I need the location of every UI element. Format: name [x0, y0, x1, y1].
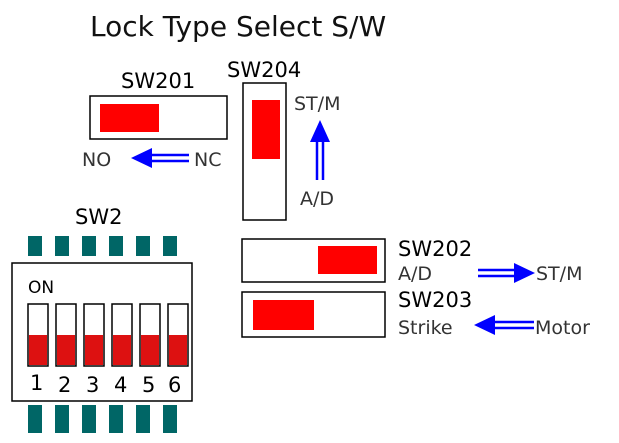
sw2-on-label: ON: [28, 278, 54, 298]
sw204-arrow-up-icon: [310, 120, 330, 180]
sw2-number-1: 1: [30, 371, 43, 395]
sw2-number-6: 6: [168, 373, 181, 397]
sw203-label: SW203: [398, 288, 472, 312]
sw202-arrow-right-icon: [478, 263, 535, 283]
sw201-label: SW201: [121, 69, 195, 93]
sw2-number-3: 3: [86, 373, 99, 397]
sw203-knob[interactable]: [253, 300, 314, 330]
sw204-knob[interactable]: [252, 100, 280, 159]
sw201-knob[interactable]: [100, 104, 159, 132]
sw2-top-pins: [28, 236, 177, 256]
sw2-switch-2[interactable]: [55, 303, 77, 367]
sw204-bottom-label: A/D: [300, 188, 334, 210]
sw2-switch-3[interactable]: [83, 303, 105, 367]
sw202-knob[interactable]: [318, 246, 377, 274]
sw204-top-label: ST/M: [294, 93, 340, 115]
sw203-right-label: Motor: [535, 317, 590, 339]
sw202-label: SW202: [398, 237, 472, 261]
sw202-right-label: ST/M: [536, 263, 582, 285]
sw2-switch-1[interactable]: [27, 303, 49, 367]
sw201-left-label: NO: [82, 149, 111, 171]
diagram-title: Lock Type Select S/W: [90, 10, 386, 43]
sw202-left-label: A/D: [398, 263, 432, 285]
sw204-label: SW204: [227, 58, 301, 82]
sw2-bottom-pins: [28, 405, 177, 433]
sw201-right-label: NC: [194, 149, 221, 171]
sw203-arrow-left-icon: [474, 315, 534, 335]
sw203-left-label: Strike: [398, 317, 453, 339]
sw2-switch-6[interactable]: [167, 303, 189, 367]
sw2-number-2: 2: [58, 373, 71, 397]
sw201-arrow-left-icon: [131, 148, 189, 168]
sw2-switch-4[interactable]: [111, 303, 133, 367]
sw2-number-5: 5: [142, 373, 155, 397]
sw2-number-4: 4: [114, 373, 127, 397]
sw2-switch-5[interactable]: [139, 303, 161, 367]
sw2-label: SW2: [75, 205, 122, 229]
